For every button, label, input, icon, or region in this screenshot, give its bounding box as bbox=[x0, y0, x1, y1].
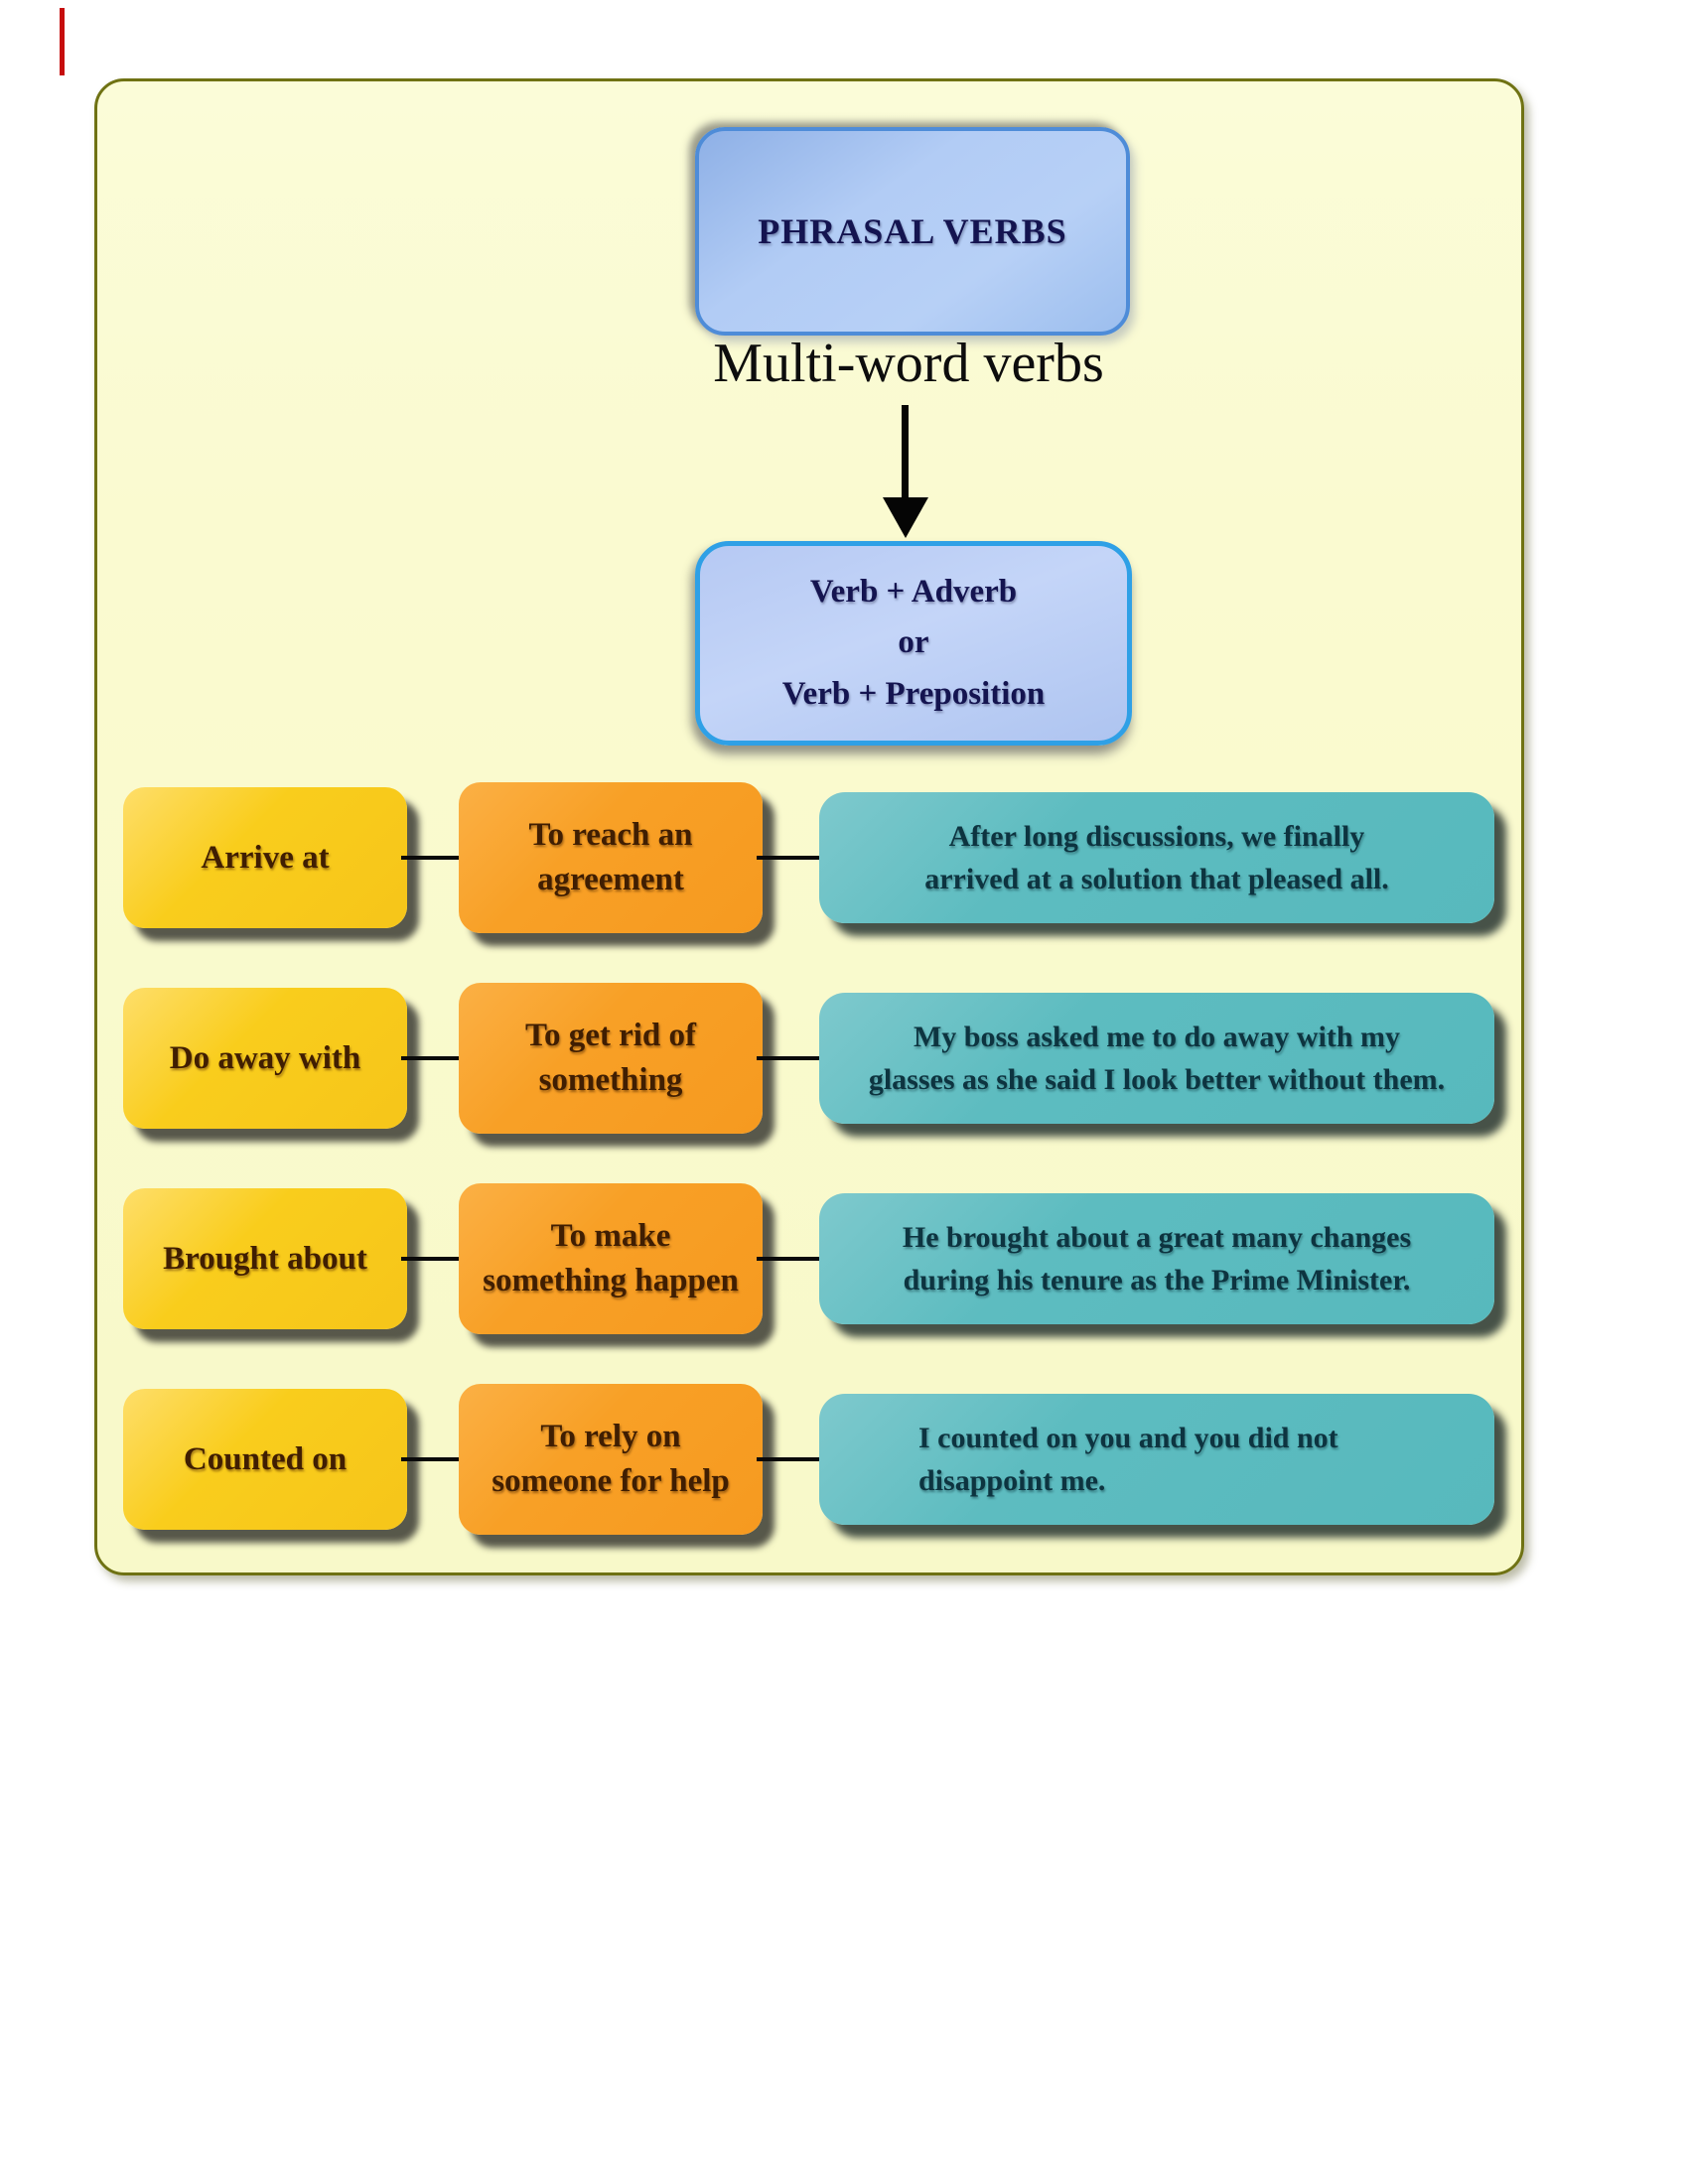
connector-line bbox=[401, 1457, 465, 1461]
verb-box: Brought about bbox=[123, 1188, 407, 1329]
verb-label: Do away with bbox=[169, 1039, 361, 1076]
title-box: PHRASAL VERBS bbox=[695, 127, 1130, 336]
connector-line bbox=[757, 1056, 826, 1060]
verb-box: Counted on bbox=[123, 1389, 407, 1530]
diagram-title: PHRASAL VERBS bbox=[758, 211, 1067, 251]
connector-line bbox=[401, 1257, 465, 1261]
down-arrow-line bbox=[902, 405, 909, 499]
connector-line bbox=[401, 1056, 465, 1060]
down-arrow-head bbox=[883, 497, 928, 538]
verb-box: Arrive at bbox=[123, 787, 407, 928]
connector-line bbox=[401, 856, 465, 860]
connector-line bbox=[757, 856, 826, 860]
stray-red-mark bbox=[60, 8, 65, 75]
verb-label: Counted on bbox=[183, 1440, 348, 1477]
diagram-subtitle: Multi-word verbs bbox=[713, 333, 1104, 394]
connector-line bbox=[757, 1457, 826, 1461]
verb-box: Do away with bbox=[123, 988, 407, 1129]
connector-line bbox=[757, 1257, 826, 1261]
verb-label: Arrive at bbox=[201, 839, 330, 876]
verb-label: Brought about bbox=[163, 1240, 367, 1277]
